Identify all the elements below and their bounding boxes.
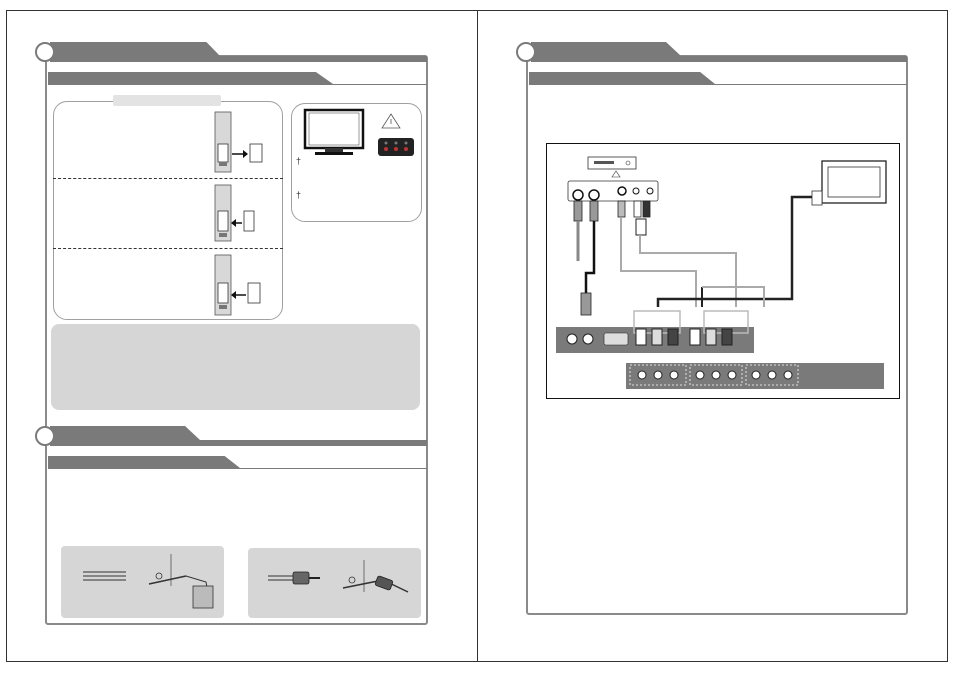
- coax-cable-connection-illustration: [268, 560, 409, 593]
- section-2-header-line: [50, 440, 427, 446]
- right-section-header-tab: [531, 42, 681, 56]
- section-2-header-tab: [50, 426, 200, 440]
- dvd-player-icon: [587, 156, 637, 178]
- step-divider-2: [53, 248, 283, 249]
- remote-steps-caption: [113, 95, 221, 106]
- section-1-number-badge: [35, 42, 55, 62]
- page-divider: [477, 10, 478, 662]
- section-2-subheader-line: [48, 468, 427, 469]
- right-section-subheader-line: [529, 84, 907, 85]
- tip-bullet-1: †: [296, 156, 302, 166]
- remote-step-1-illustration: [214, 111, 263, 173]
- monitor-icon: [811, 160, 887, 206]
- section-1-subheader-line: [48, 84, 427, 85]
- av-connection-diagram: [546, 143, 900, 399]
- right-section-number-badge: [516, 42, 536, 62]
- flat-cable-connection-illustration: [83, 554, 214, 609]
- remote-step-3-illustration: [214, 254, 261, 316]
- remote-step-2-illustration: [214, 184, 255, 242]
- right-section-subheader-tab: [529, 72, 715, 84]
- section-1-header-tab: [50, 42, 220, 56]
- section-2-subheader-tab: [48, 456, 240, 468]
- tv-icon: [303, 108, 365, 155]
- section-1-subheader-tab: [48, 72, 333, 84]
- tip-bullet-2: †: [296, 190, 302, 200]
- section-1-header-line: [50, 56, 427, 62]
- warning-icon: [381, 113, 401, 129]
- remote-steps-box: [53, 101, 283, 320]
- note-box: [51, 324, 420, 410]
- right-section-header-line: [531, 56, 907, 62]
- av-jack-panel-icon: [378, 138, 414, 156]
- section-2-number-badge: [35, 426, 55, 446]
- step-divider-1: [53, 178, 283, 179]
